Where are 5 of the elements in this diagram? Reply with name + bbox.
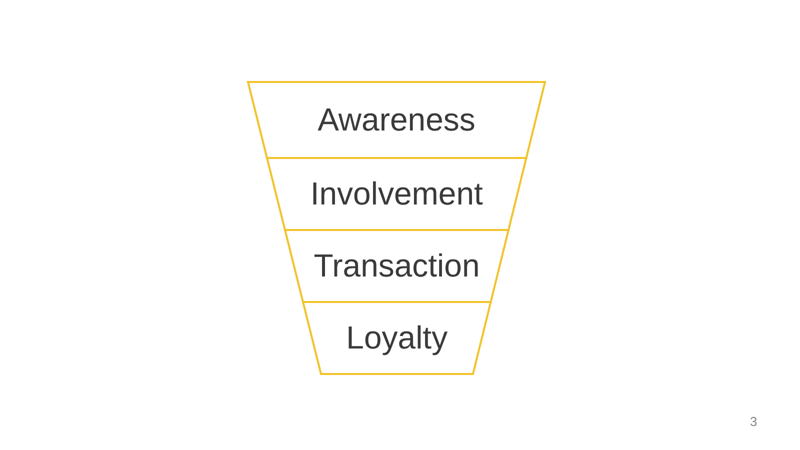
stage-label: Loyalty — [346, 320, 448, 356]
page-number: 3 — [750, 414, 758, 429]
stage-label: Involvement — [310, 176, 483, 212]
stage-label: Transaction — [314, 248, 480, 284]
stage-label: Awareness — [318, 102, 476, 138]
